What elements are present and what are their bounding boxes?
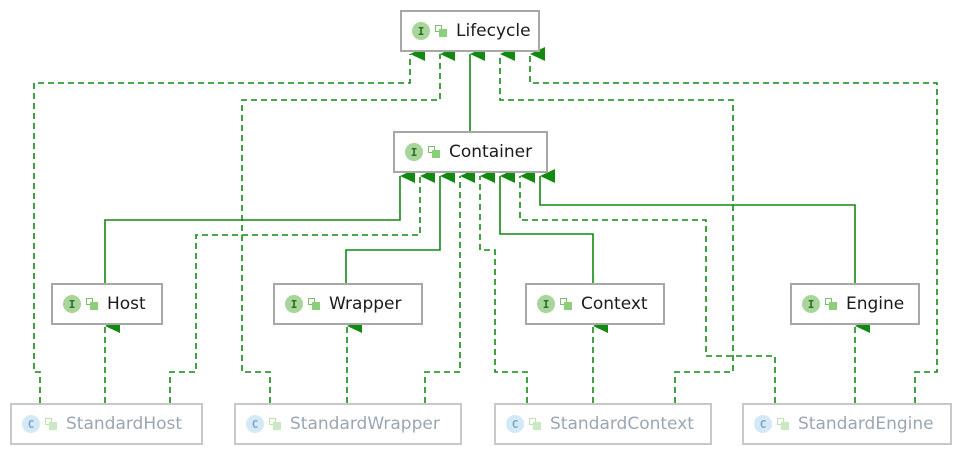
standard-host-label: StandardHost xyxy=(66,414,183,434)
public-visibility-icon xyxy=(825,298,837,310)
lifecycle-label: Lifecycle xyxy=(456,21,531,41)
standard-wrapper-label: StandardWrapper xyxy=(290,414,440,434)
standard-wrapper-to-lifecycle-line xyxy=(241,47,455,403)
context-label: Context xyxy=(581,294,648,314)
standard-engine-label: StandardEngine xyxy=(798,414,934,434)
context-interface-node[interactable]: I Context xyxy=(525,283,665,325)
standard-context-to-lifecycle-line xyxy=(499,47,734,403)
standard-wrapper-class-node[interactable]: C StandardWrapper xyxy=(234,403,462,445)
class-badge-icon: C xyxy=(22,415,40,433)
interface-badge-icon: I xyxy=(537,295,555,313)
host-label: Host xyxy=(107,294,146,314)
host-interface-node[interactable]: I Host xyxy=(51,283,163,325)
standard-host-to-container-line xyxy=(169,169,435,403)
public-visibility-icon xyxy=(308,298,320,310)
class-badge-icon: C xyxy=(506,415,524,433)
standard-context-label: StandardContext xyxy=(550,414,694,434)
interface-badge-icon: I xyxy=(412,22,430,40)
lifecycle-interface-node[interactable]: I Lifecycle xyxy=(400,10,540,52)
standard-engine-class-node[interactable]: C StandardEngine xyxy=(742,403,952,445)
public-visibility-icon xyxy=(435,25,447,37)
standard-wrapper-to-container-line xyxy=(424,169,475,403)
standard-host-class-node[interactable]: C StandardHost xyxy=(10,403,203,445)
wrapper-label: Wrapper xyxy=(329,294,402,314)
interface-badge-icon: I xyxy=(63,295,81,313)
engine-interface-node[interactable]: I Engine xyxy=(790,283,920,325)
public-visibility-icon xyxy=(529,418,541,430)
wrapper-interface-node[interactable]: I Wrapper xyxy=(273,283,423,325)
engine-to-container-line xyxy=(539,169,856,283)
standard-engine-to-lifecycle-line xyxy=(529,47,938,403)
context-to-container-line xyxy=(499,169,594,283)
class-badge-icon: C xyxy=(246,415,264,433)
host-to-container-line xyxy=(104,169,415,283)
class-badge-icon: C xyxy=(754,415,772,433)
engine-label: Engine xyxy=(846,294,905,314)
standard-host-to-lifecycle-line xyxy=(33,47,425,403)
relation-lines xyxy=(33,47,938,403)
public-visibility-icon xyxy=(777,418,789,430)
public-visibility-icon xyxy=(560,298,572,310)
interface-badge-icon: I xyxy=(802,295,820,313)
standard-context-class-node[interactable]: C StandardContext xyxy=(494,403,712,445)
container-interface-node[interactable]: I Container xyxy=(393,131,548,173)
interface-badge-icon: I xyxy=(405,143,423,161)
interface-badge-icon: I xyxy=(285,295,303,313)
standard-context-to-container-line xyxy=(479,169,528,403)
public-visibility-icon xyxy=(428,146,440,158)
public-visibility-icon xyxy=(86,298,98,310)
public-visibility-icon xyxy=(269,418,281,430)
public-visibility-icon xyxy=(45,418,57,430)
wrapper-to-container-line xyxy=(345,169,455,283)
standard-engine-to-container-line xyxy=(519,169,776,403)
container-label: Container xyxy=(449,142,533,162)
